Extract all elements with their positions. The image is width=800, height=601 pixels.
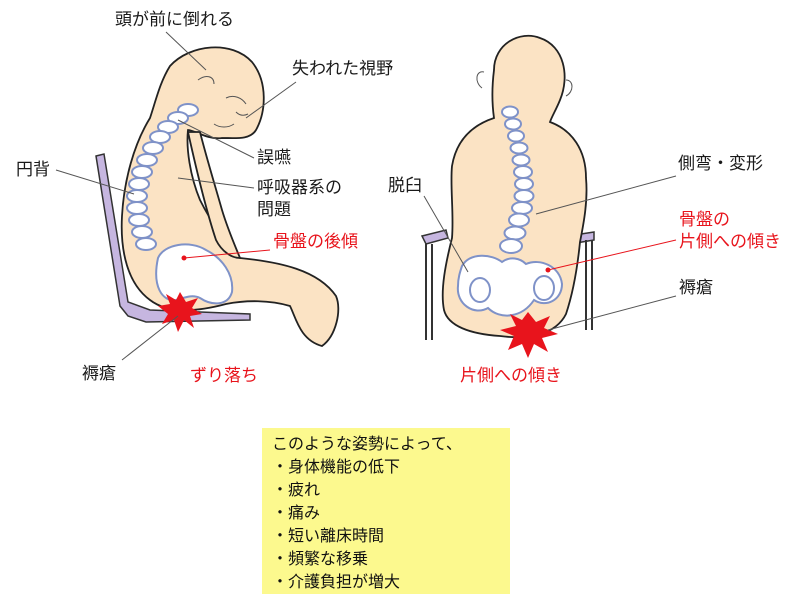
- right-chair-left-arm: [420, 229, 449, 245]
- leader-pelvic-tilt-side: [547, 239, 677, 271]
- leader-scoliosis: [535, 175, 677, 215]
- consequences-list: 身体機能の低下 疲れ 痛み 短い離床時間 頻繁な移乗 介護負担が増大: [272, 455, 510, 593]
- label-side-lean: 片側への傾き: [460, 366, 562, 386]
- label-pressure-ulcer-right: 褥瘡: [679, 278, 713, 298]
- consequence-item: 頻繁な移乗: [272, 547, 510, 570]
- label-head-tilt: 頭が前に倒れる: [115, 10, 234, 30]
- label-lost-vision: 失われた視野: [292, 59, 393, 79]
- label-pressure-ulcer-left: 褥瘡: [82, 364, 116, 384]
- label-aspiration: 誤嚥: [257, 148, 291, 168]
- label-scoliosis: 側弯・変形: [678, 154, 763, 174]
- label-pelvic-tilt-side-1: 骨盤の: [679, 210, 730, 230]
- leader-head-tilt: [165, 31, 207, 71]
- leader-pressure-ulcer-right: [547, 295, 677, 331]
- consequences-box: このような姿勢によって、 身体機能の低下 疲れ 痛み 短い離床時間 頻繁な移乗 …: [262, 428, 510, 594]
- leader-aspiration: [177, 119, 255, 159]
- label-respiratory-2: 問題: [257, 200, 291, 220]
- right-hip-joint-right: [533, 275, 555, 301]
- consequence-item: 痛み: [272, 501, 510, 524]
- right-ear-right: [565, 79, 573, 97]
- leader-lost-vision: [245, 81, 297, 119]
- consequence-item: 疲れ: [272, 478, 510, 501]
- label-pelvic-tilt-back: 骨盤の後傾: [273, 232, 358, 252]
- label-sliding: ずり落ち: [190, 366, 258, 386]
- left-spine: [126, 103, 199, 251]
- right-figure: [420, 34, 595, 358]
- consequence-item: 身体機能の低下: [272, 455, 510, 478]
- left-ear: [197, 76, 215, 85]
- left-figure: [95, 46, 340, 347]
- leader-pelvic-tilt-back: [183, 249, 271, 259]
- leader-kyphosis: [55, 169, 135, 195]
- right-hip-joint-left: [469, 277, 491, 303]
- right-ulcer-burst: [500, 312, 558, 358]
- left-arm: [186, 131, 242, 259]
- consequence-item: 介護負担が増大: [272, 570, 510, 593]
- right-ear-left: [476, 71, 485, 89]
- marker-pelvic-tilt-side: [545, 267, 551, 273]
- label-kyphosis: 円背: [16, 160, 50, 180]
- consequence-item: 短い離床時間: [272, 524, 510, 547]
- left-ulcer-burst: [158, 292, 202, 332]
- left-face: [213, 95, 249, 128]
- marker-pelvic-tilt-back: [181, 255, 187, 261]
- label-dislocation: 脱臼: [388, 176, 422, 196]
- leader-pressure-ulcer-left: [121, 315, 179, 361]
- label-pelvic-tilt-side-2: 片側への傾き: [679, 232, 781, 252]
- leader-dislocation: [423, 195, 469, 273]
- left-chair: [95, 153, 251, 323]
- leader-respiratory: [177, 177, 255, 189]
- label-respiratory-1: 呼吸器系の: [257, 178, 342, 198]
- right-spine: [499, 105, 535, 254]
- consequences-intro: このような姿勢によって、: [272, 434, 462, 453]
